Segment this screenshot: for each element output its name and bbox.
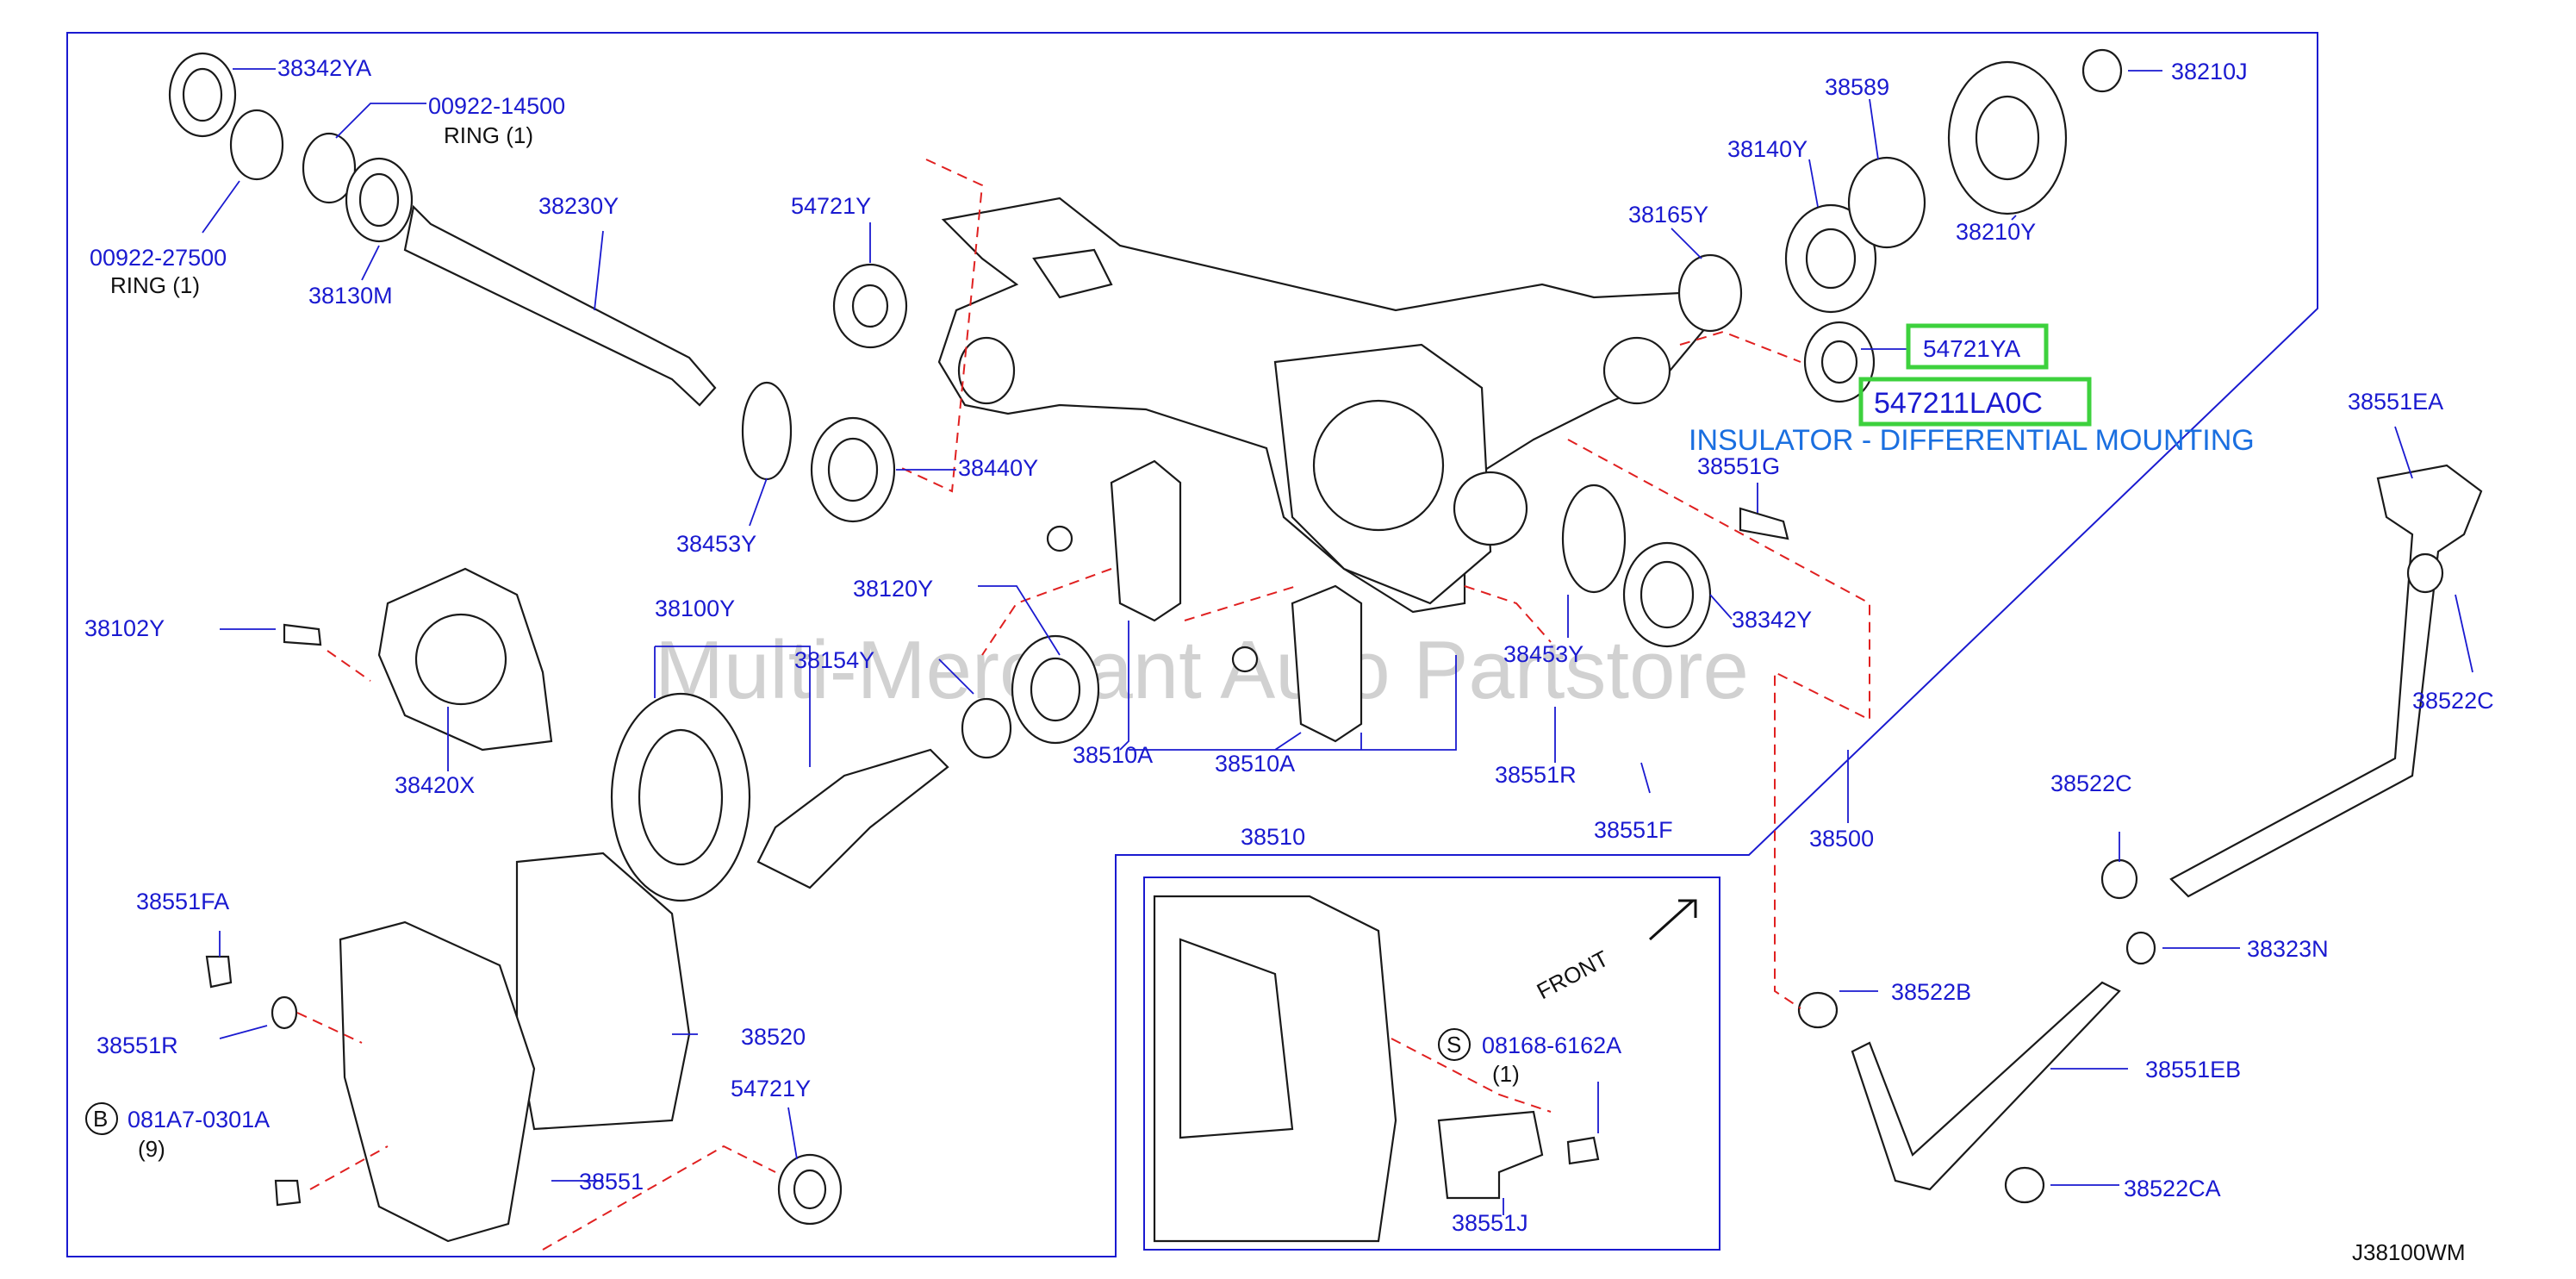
watermark-text: Multi-Merchant Auto Partstore — [655, 624, 1749, 716]
part-label: 38522C — [2050, 771, 2132, 796]
part-label: 38510A — [1215, 751, 1295, 777]
part-label: 38551G — [1697, 453, 1780, 479]
part-label: 38551 — [579, 1169, 644, 1195]
diagram-code: J38100WM — [2352, 1239, 2466, 1265]
part-label: 00922-27500 — [90, 245, 227, 271]
highlight-oem-number: 547211LA0C — [1874, 387, 2043, 420]
highlight-description: INSULATOR - DIFFERENTIAL MOUNTING — [1689, 424, 2255, 457]
assembly-dashed-lines — [296, 159, 1870, 1251]
part-label: 38100Y — [655, 596, 735, 621]
part-label: 54721Y — [731, 1076, 811, 1101]
part-label: 38342YA — [277, 55, 371, 81]
part-label: 38522B — [1891, 979, 1971, 1005]
part-label: 38120Y — [853, 576, 933, 602]
part-label: 38210Y — [1956, 219, 2036, 245]
part-label: 38520 — [741, 1024, 806, 1050]
part-label: 38551J — [1452, 1210, 1528, 1236]
part-label: 38230Y — [538, 193, 619, 219]
part-label: 38453Y — [676, 531, 756, 557]
part-label: 38130M — [308, 283, 393, 309]
part-label: 38551R — [1495, 762, 1577, 788]
part-label: 38589 — [1825, 74, 1889, 100]
brackets-38510 — [1046, 459, 1363, 743]
part-label: 38342Y — [1732, 607, 1812, 633]
part-label: 38500 — [1809, 826, 1874, 852]
inset-mounting-bracket — [1153, 895, 1697, 1243]
front-label: FRONT — [1533, 945, 1613, 1005]
side-shaft-group — [168, 52, 896, 523]
diagram-frame — [66, 32, 2318, 1257]
circled-markers: B S — [85, 1028, 1471, 1135]
part-label: 38551R — [96, 1033, 178, 1058]
part-label: 38210J — [2171, 59, 2248, 84]
part-label: 38453Y — [1503, 641, 1584, 667]
part-label: 38154Y — [794, 647, 874, 673]
axle-housing-38500 — [937, 197, 1708, 614]
qty-label: RING (1) — [444, 122, 533, 148]
part-label: 38522C — [2412, 688, 2494, 714]
part-label: 38165Y — [1628, 202, 1708, 228]
part-label: 38323N — [2247, 936, 2329, 962]
breather-hose — [1797, 464, 2483, 1204]
rear-cover-gasket — [205, 852, 843, 1243]
bearing-group — [832, 48, 2123, 648]
part-label: 38420X — [395, 772, 475, 798]
part-label: 38140Y — [1727, 136, 1808, 162]
part-label: 08168-6162A — [1482, 1033, 1621, 1058]
part-label: 38440Y — [958, 455, 1038, 481]
part-label: 38551FA — [136, 889, 229, 914]
highlight-part-number: 54721YA — [1923, 335, 2020, 362]
part-label: 38551EA — [2348, 389, 2443, 415]
qty-label: (1) — [1492, 1061, 1520, 1087]
part-label: 38102Y — [84, 615, 165, 641]
part-label: 38510A — [1073, 742, 1153, 768]
differential-gears — [283, 567, 1100, 902]
part-label: 081A7-0301A — [128, 1107, 270, 1132]
part-label: 38551F — [1594, 817, 1673, 843]
part-label: 38522CA — [2124, 1176, 2221, 1201]
part-label: 38551EB — [2145, 1057, 2241, 1082]
circle-s-label: S — [1447, 1032, 1461, 1058]
highlight-callout: 54721YA 547211LA0C INSULATOR - DIFFERENT… — [1689, 323, 2255, 457]
leader-lines — [202, 68, 2473, 1215]
qty-label: RING (1) — [110, 272, 200, 298]
qty-label: (9) — [138, 1136, 165, 1162]
circle-b-label: B — [93, 1106, 108, 1132]
part-label: 54721Y — [791, 193, 871, 219]
part-label: 00922-14500 — [428, 93, 565, 119]
part-label: 38510 — [1241, 824, 1305, 850]
